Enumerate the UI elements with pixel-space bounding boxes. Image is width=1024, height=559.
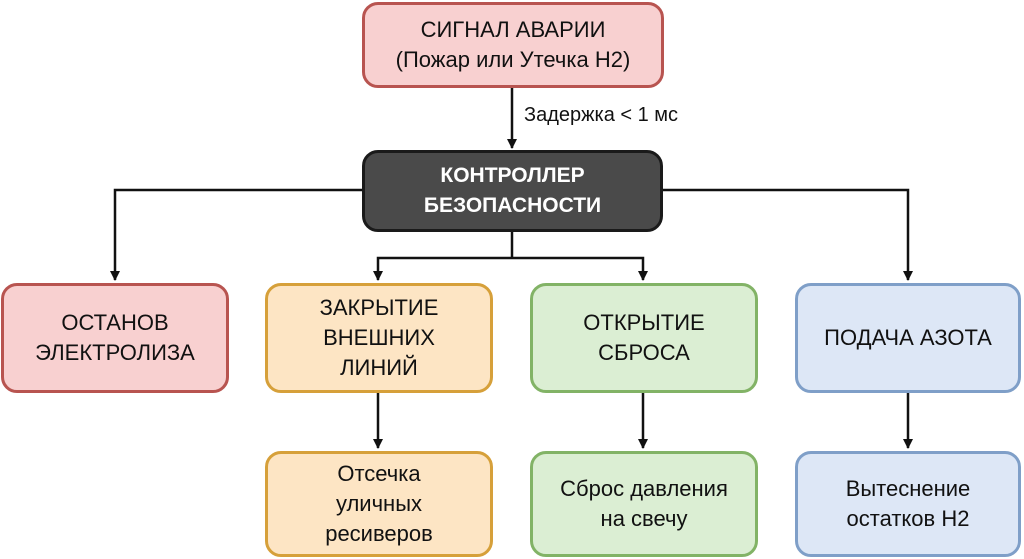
nitrogen-supply-node: ПОДАЧА АЗОТА [795,283,1021,393]
delay-label: Задержка < 1 мс [524,104,679,126]
close-external-lines-node: ЗАКРЫТИЕ ВНЕШНИХ ЛИНИЙ [265,283,493,393]
safety-controller-node: КОНТРОЛЛЕР БЕЗОПАСНОСТИ [362,150,663,232]
stop-electrolysis-node: ОСТАНОВ ЭЛЕКТРОЛИЗА [1,283,229,393]
edge-controller-stop [110,188,362,281]
edge-controller-nitrogen [663,188,913,281]
alarm-signal-node: СИГНАЛ АВАРИИ (Пожар или Утечка Н2) [362,2,664,88]
edge-controller-close-lines [373,256,512,281]
pressure-release-node: Сброс давления на свечу [530,451,758,557]
open-vent-node: ОТКРЫТИЕ СБРОСА [530,283,758,393]
hydrogen-purge-node: Вытеснение остатков Н2 [795,451,1021,557]
edge-controller-open-vent [512,256,648,281]
receiver-cutoff-node: Отсечка уличных ресиверов [265,451,493,557]
